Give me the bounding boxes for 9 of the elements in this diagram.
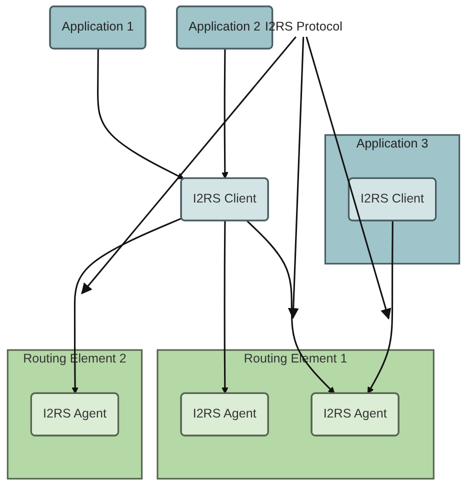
arrow xyxy=(221,49,228,179)
arrow xyxy=(221,220,228,394)
arrow xyxy=(97,49,184,180)
pointer-arrow xyxy=(288,36,304,320)
pointer-arrow xyxy=(306,36,392,320)
pointer-arrow xyxy=(81,36,296,294)
arrow xyxy=(246,220,335,394)
arrow xyxy=(367,220,394,394)
arrow xyxy=(72,218,182,394)
